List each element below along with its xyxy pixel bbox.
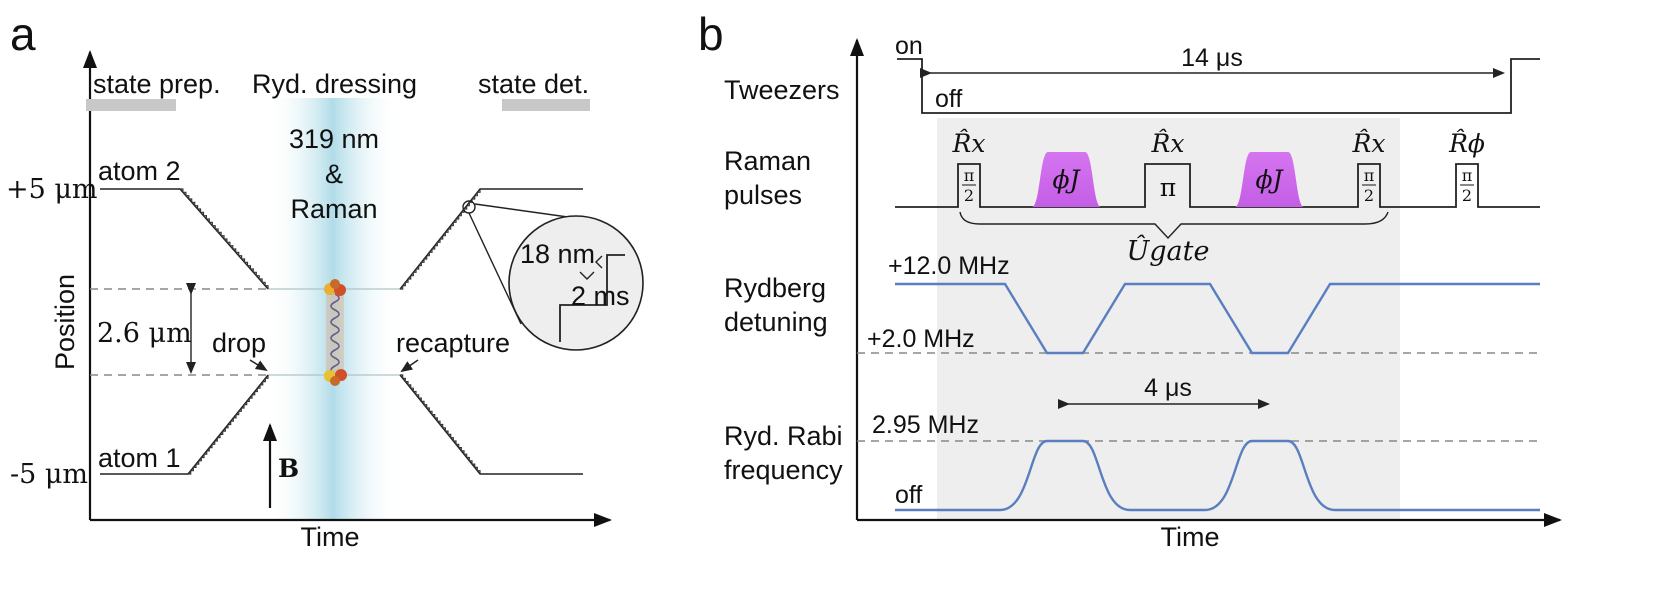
gate-brace	[959, 211, 1389, 240]
tick-plus5: +5 μm	[6, 174, 98, 205]
detuning-low: +2.0 MHz	[867, 325, 975, 353]
half-pi-den-3: 2	[1462, 186, 1472, 205]
detuning-label-1: Rydberg	[724, 273, 826, 303]
half-pi-labels: π 2 π 2 π 2	[962, 166, 1474, 205]
half-pi-den-2: 2	[1364, 186, 1374, 205]
rydberg-molecule	[324, 279, 347, 386]
inset-step	[559, 254, 625, 342]
stair-segment	[400, 189, 481, 290]
tweezers-label: Tweezers	[724, 75, 840, 105]
recapture-arrow	[400, 359, 419, 373]
inset-time-label: 2 ms	[571, 281, 630, 311]
beam-ampersand: &	[325, 159, 343, 189]
tweezers-duration: 14 μs	[1181, 44, 1243, 72]
x-axis-label-a: Time	[301, 522, 360, 552]
beam-wavelength: 319 nm	[289, 124, 379, 154]
pulse-rphi: R̂ϕ	[1448, 129, 1485, 158]
b-field-label: B	[278, 454, 299, 483]
stair-segment	[188, 375, 269, 475]
phase-pulse-2	[1235, 152, 1304, 207]
atom1-recapture-trajectory	[399, 374, 583, 475]
beam-raman: Raman	[290, 194, 377, 224]
stage-state-prep: state prep.	[93, 69, 221, 99]
gate-label: Ûgate	[1127, 233, 1210, 267]
detuning-trace	[895, 282, 1540, 355]
inset-step-label: 18 nm	[520, 239, 595, 269]
tick-minus5: -5 μm	[10, 459, 88, 490]
raman-label-1: Raman	[724, 146, 811, 176]
rabi-label-2: frequency	[724, 455, 843, 485]
pulse-rx-3: R̂x	[1352, 129, 1386, 158]
panel-a-letter: a	[10, 8, 36, 60]
panel-b: b Time Tweezers on off 14 μs Raman pulse…	[698, 8, 1562, 552]
separation-label: 2.6 μm	[97, 318, 192, 349]
half-pi-den-1: 2	[964, 186, 974, 205]
staircase-steps	[180, 188, 481, 475]
atom2-trajectory	[100, 188, 269, 290]
gate-window	[937, 118, 1400, 520]
rabi-off: off	[895, 481, 922, 509]
drop-label: drop	[212, 328, 266, 358]
zoom-inset	[508, 215, 644, 351]
stair-segment	[400, 374, 481, 474]
panel-b-letter: b	[698, 8, 724, 60]
atom2-label: atom 2	[98, 156, 181, 186]
raman-label-2: pulses	[724, 180, 802, 210]
pulse-rx-2: R̂x	[1151, 129, 1185, 158]
stage-state-det: state det.	[478, 69, 589, 99]
half-pi-num-1: π	[964, 166, 975, 185]
rabi-duration: 4 μs	[1144, 374, 1192, 402]
inset-time-bracket	[579, 271, 595, 280]
detuning-label-2: detuning	[724, 307, 828, 337]
state-prep-bar	[86, 99, 176, 111]
phase-label-2: ϕJ	[1255, 165, 1284, 194]
tweezers-on: on	[895, 32, 923, 60]
state-det-bar	[502, 99, 590, 111]
tweezers-off: off	[935, 85, 962, 113]
half-pi-num-2: π	[1364, 166, 1375, 185]
tweezers-trace	[897, 58, 1540, 114]
rabi-max: 2.95 MHz	[872, 411, 979, 439]
phase-label-1: ϕJ	[1052, 165, 1081, 194]
half-pi-num-3: π	[1462, 166, 1473, 185]
detuning-high: +12.0 MHz	[888, 252, 1010, 280]
drop-arrow	[249, 359, 268, 372]
stage-dressing: Ryd. dressing	[252, 69, 417, 99]
y-axis-label-a: Position	[50, 274, 80, 370]
rabi-label-1: Ryd. Rabi	[724, 421, 843, 451]
stair-segment	[180, 188, 269, 289]
rabi-trace	[895, 439, 1540, 512]
panel-a: a Time Position state prep. Ryd. dressin…	[6, 8, 644, 552]
atom1-label: atom 1	[98, 443, 181, 473]
phase-pulse-1	[1032, 152, 1101, 207]
x-axis-label-b: Time	[1161, 522, 1220, 552]
pulse-rx-1: R̂x	[952, 129, 986, 158]
recapture-label: recapture	[396, 328, 510, 358]
pulse-pi-label: π	[1160, 173, 1176, 202]
inset-step-bracket	[595, 255, 603, 269]
